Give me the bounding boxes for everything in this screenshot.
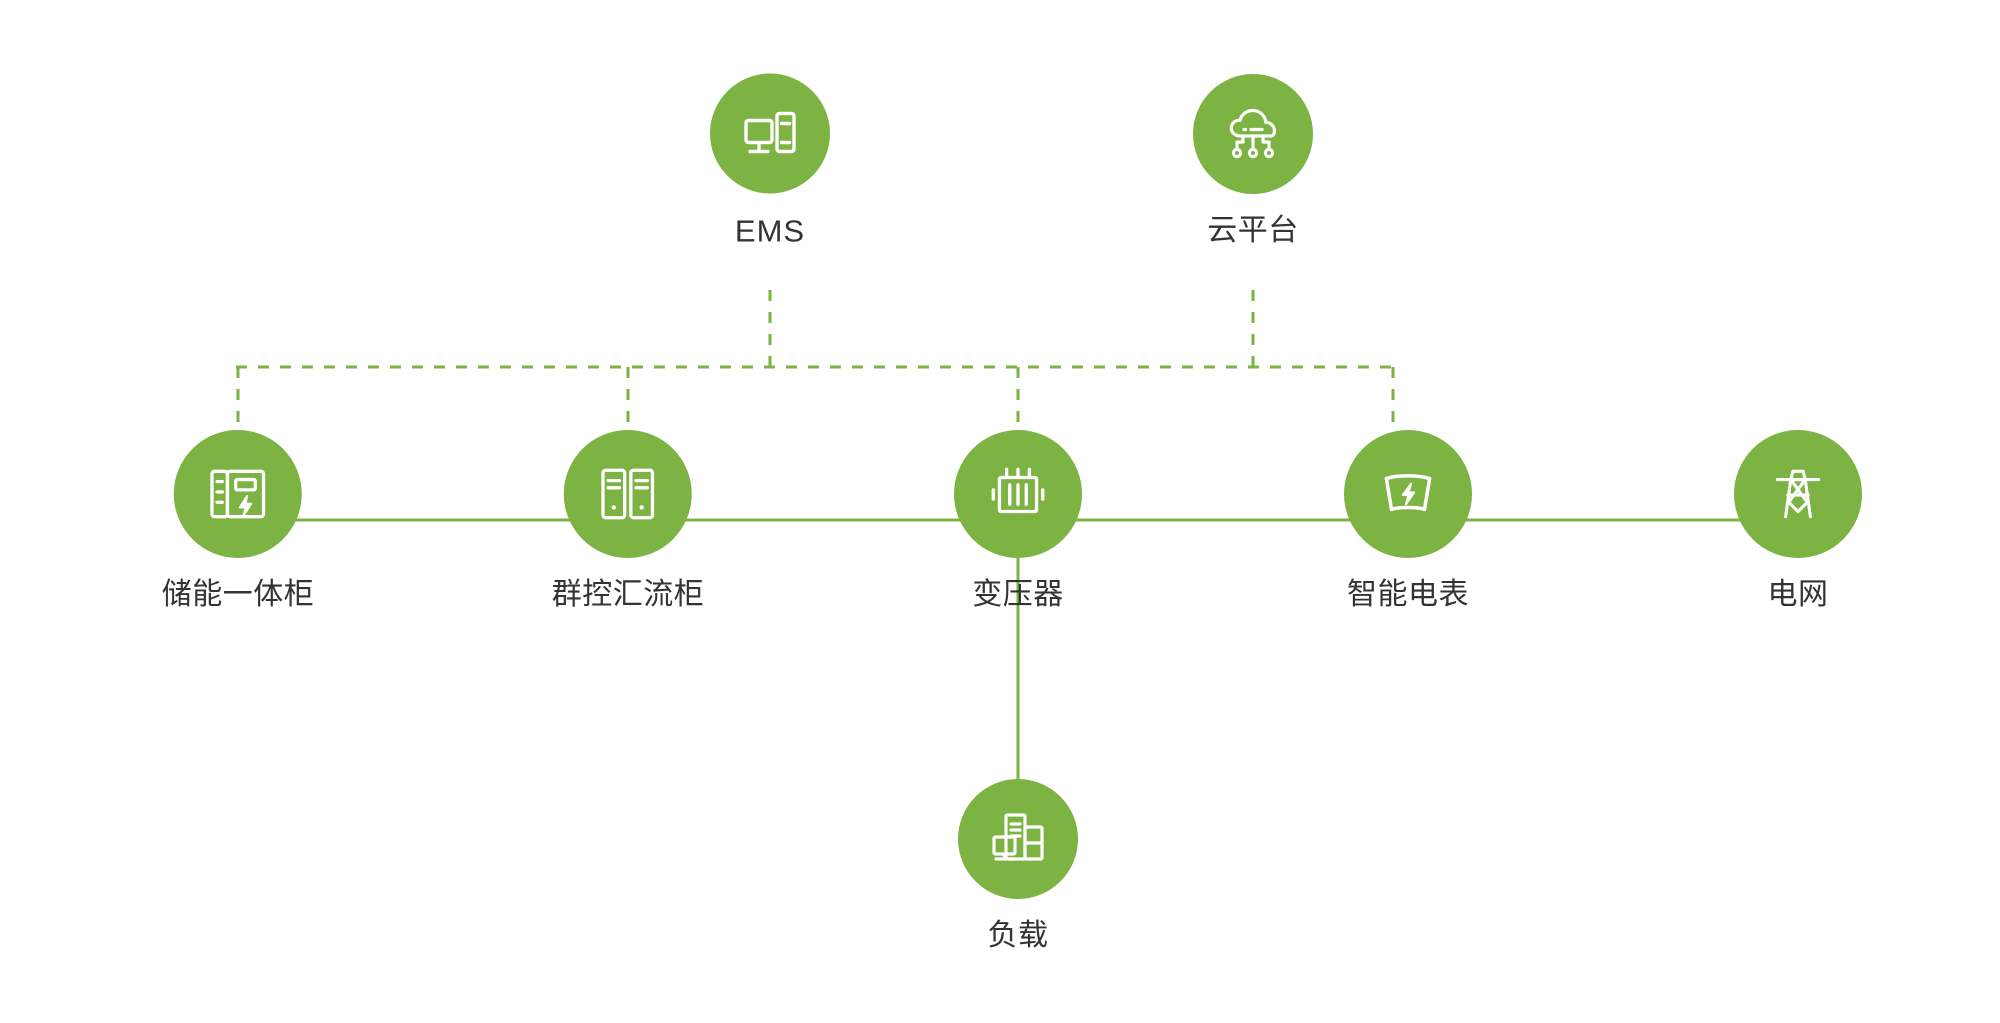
node-power-grid[interactable]: 电网 [1734,430,1862,610]
node-cloud-platform-circle[interactable] [1193,74,1313,194]
node-ems-circle[interactable] [710,73,830,194]
node-cloud-platform[interactable]: 云平台 [1193,74,1313,246]
desktop-computer-icon [744,111,796,154]
node-smart-meter-circle[interactable] [1344,430,1472,558]
node-load[interactable]: 负载 [958,779,1078,951]
transmission-tower-icon [1775,469,1821,519]
node-load-circle[interactable] [958,779,1078,899]
transformer-icon [991,467,1045,514]
building-load-icon [992,813,1044,861]
node-power-grid-circle[interactable] [1734,430,1862,558]
node-power-grid-label: 电网 [1767,578,1829,611]
node-cloud-platform-label: 云平台 [1207,214,1299,247]
server-racks-icon [601,468,655,520]
node-transformer-circle[interactable] [954,430,1082,558]
node-storage-cabinet[interactable]: 储能一体柜 [162,430,315,610]
node-smart-meter-label: 智能电表 [1347,578,1469,611]
node-load-label: 负载 [987,919,1049,952]
node-smart-meter[interactable]: 智能电表 [1344,430,1472,610]
energy-storage-cabinet-icon [210,469,266,519]
node-transformer[interactable]: 变压器 [954,430,1082,610]
node-storage-cabinet-circle[interactable] [174,430,302,558]
node-combiner-cabinet[interactable]: 群控汇流柜 [552,430,705,610]
node-combiner-cabinet-label: 群控汇流柜 [551,578,705,611]
cloud-platform-icon [1229,108,1277,159]
smart-meter-icon [1384,474,1432,512]
node-ems-label: EMS [734,213,806,249]
node-storage-cabinet-label: 储能一体柜 [161,578,315,611]
node-transformer-label: 变压器 [972,578,1064,611]
node-ems[interactable]: EMS [710,73,830,249]
node-combiner-cabinet-circle[interactable] [564,430,692,558]
